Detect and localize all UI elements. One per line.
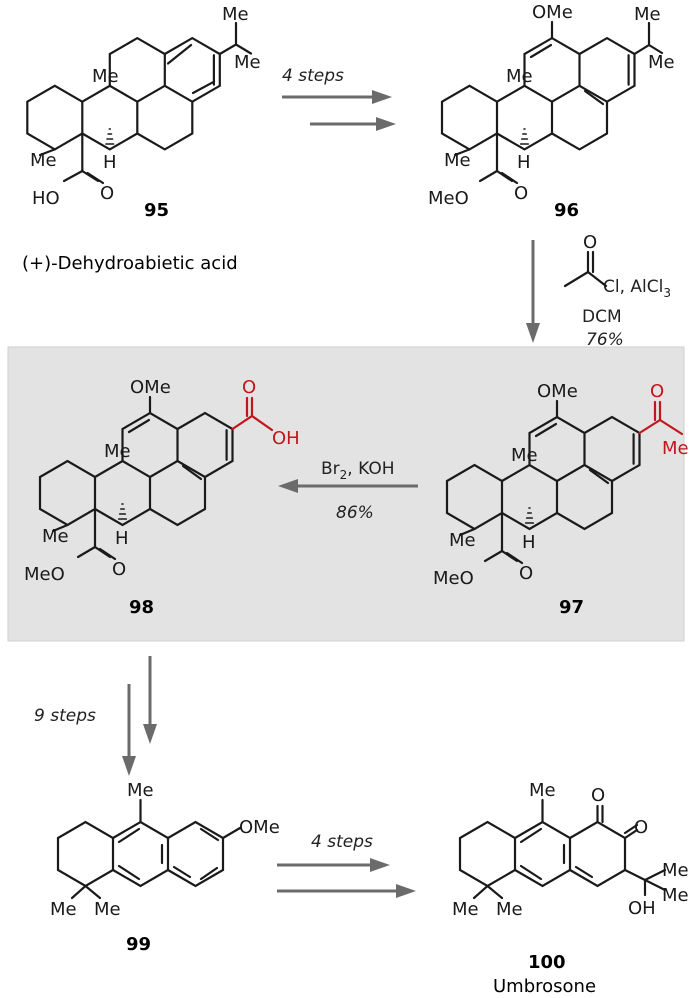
step3-reagent: Br2, KOH	[321, 459, 395, 482]
compound-98-me-left: Me	[42, 526, 69, 547]
compound-100-me-left: Me	[452, 899, 479, 920]
compound-100-me-gem2: Me	[662, 885, 689, 906]
compound-96-meo: MeO	[428, 188, 469, 209]
compound-96-me-left: Me	[444, 150, 471, 171]
compound-96-ome: OMe	[532, 2, 573, 23]
compound-95-me-left: Me	[30, 150, 57, 171]
compound-100-me-gem1: Me	[662, 860, 689, 881]
compound-97-me-left: Me	[449, 530, 476, 551]
compound-97-me-top: Me	[511, 445, 538, 466]
compound-100-o2: O	[634, 817, 648, 838]
compound-98-structure	[38, 395, 234, 561]
compound-96-number: 96	[554, 200, 579, 221]
compound-96-h: H	[517, 152, 531, 173]
compound-98-o: O	[112, 559, 126, 580]
compound-98-ome: OMe	[130, 377, 171, 398]
compound-96-isopropyl-me2: Me	[648, 52, 675, 73]
compound-98-h: H	[115, 528, 129, 549]
compound-98-carboxylic-acid	[231, 396, 274, 432]
compound-99-me-right: Me	[94, 899, 121, 920]
compound-99-number: 99	[126, 934, 151, 955]
compound-95-o: O	[100, 183, 114, 204]
step3-yield: 86%	[336, 503, 374, 523]
compound-97-acetyl	[638, 400, 684, 436]
acetyl-chloride-structure	[563, 250, 608, 288]
step1-label: 4 steps	[282, 66, 344, 86]
compound-97-acetyl-me: Me	[662, 438, 689, 459]
compound-99-me-left: Me	[50, 899, 77, 920]
compound-100-me-top: Me	[529, 780, 556, 801]
compound-96-o: O	[514, 183, 528, 204]
compound-100-number: 100	[528, 952, 566, 973]
step4-label: 9 steps	[34, 706, 96, 726]
step2-solvent: DCM	[582, 307, 622, 327]
compound-98-acid-oh: OH	[272, 428, 300, 449]
compound-100-structure	[458, 798, 667, 900]
compound-96-isopropyl-me1: Me	[634, 4, 661, 25]
compound-99-me-top: Me	[127, 780, 154, 801]
compound-97-number: 97	[559, 597, 584, 618]
compound-97-o: O	[519, 563, 533, 584]
compound-95-me-top: Me	[92, 66, 119, 87]
compound-98-number: 98	[129, 597, 154, 618]
compound-100-oh: OH	[628, 898, 656, 919]
compound-95-h: H	[103, 152, 117, 173]
compound-100-o1: O	[591, 785, 605, 806]
compound-97-ome: OMe	[537, 381, 578, 402]
step2-yield: 76%	[586, 330, 624, 350]
highlight-panel	[7, 346, 685, 642]
step2-arrow	[526, 240, 540, 343]
step1-arrow	[282, 90, 396, 131]
compound-95-structure	[26, 21, 253, 185]
step5-arrow	[277, 858, 416, 898]
compound-97-structure	[445, 399, 641, 565]
step5-label: 4 steps	[311, 832, 373, 852]
compound-96-structure	[440, 20, 664, 185]
compound-98-meo: MeO	[24, 564, 65, 585]
compound-97-meo: MeO	[433, 568, 474, 589]
compound-99-ome: OMe	[239, 817, 280, 838]
compound-99-structure	[56, 798, 242, 900]
compound-97-acetyl-o: O	[650, 381, 664, 402]
compound-100-me-right: Me	[496, 899, 523, 920]
compound-97-h: H	[522, 532, 536, 553]
compound-98-me-top: Me	[104, 441, 131, 462]
compound-95-isopropyl-me2: Me	[234, 52, 261, 73]
compound-95-ho: HO	[32, 188, 60, 209]
compound-95-number: 95	[144, 200, 169, 221]
step4-arrow	[122, 656, 157, 776]
step3-arrow	[278, 479, 418, 493]
compound-100-name: Umbrosone	[493, 976, 596, 997]
acetyl-chloride-o: O	[583, 232, 597, 253]
compound-95-name: (+)-Dehydroabietic acid	[22, 253, 238, 274]
compound-96-me-top: Me	[506, 66, 533, 87]
compound-98-acid-o: O	[242, 377, 256, 398]
step2-reagent: Cl, AlCl3	[603, 277, 671, 300]
compound-95-isopropyl-me1: Me	[222, 4, 249, 25]
